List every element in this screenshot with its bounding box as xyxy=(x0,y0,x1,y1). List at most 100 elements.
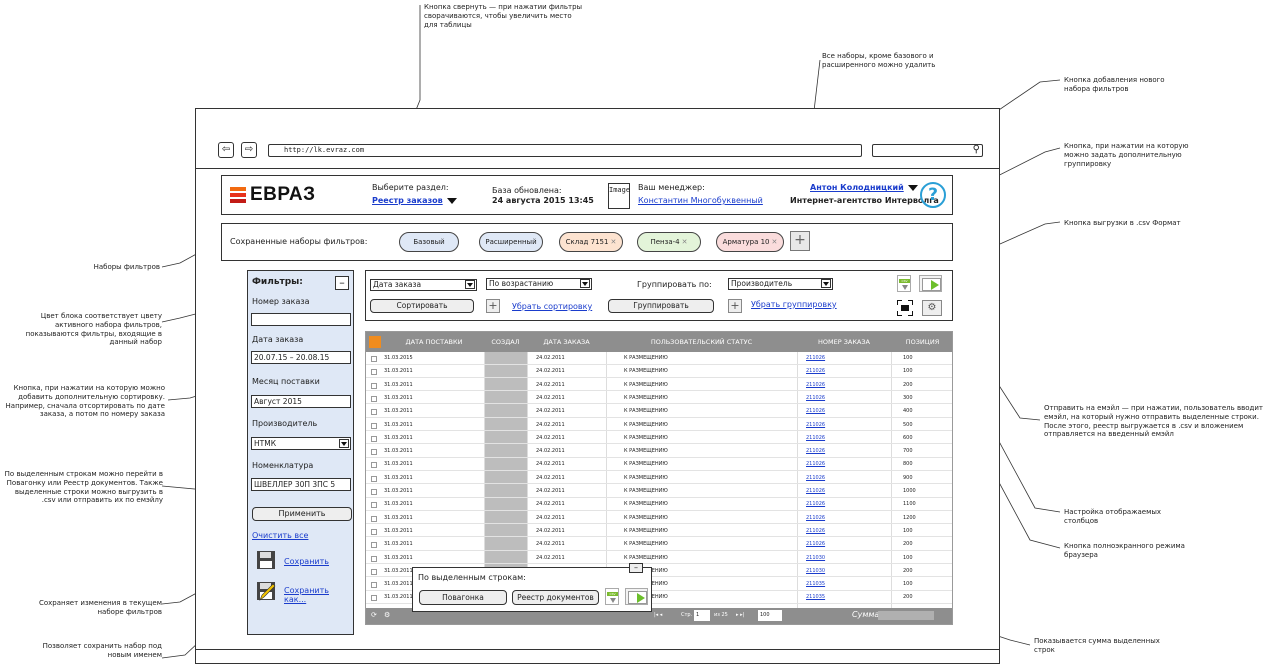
remove-sort-link[interactable]: Убрать сортировку xyxy=(512,302,593,311)
nomenclature-input[interactable]: ШВЕЛЛЕР 30П 3ПС 5 xyxy=(251,478,351,491)
remove-group-link[interactable]: Убрать группировку xyxy=(751,300,837,309)
table-cell[interactable]: 211026 xyxy=(806,501,826,508)
row-checkbox[interactable] xyxy=(371,595,377,602)
sort-button[interactable]: Сортировать xyxy=(370,299,474,313)
filter-set-penza[interactable]: Пенза-4✕ xyxy=(637,232,701,252)
table-cell[interactable]: 211026 xyxy=(806,434,826,441)
filter-set-sklad[interactable]: Склад 7151✕ xyxy=(559,232,623,252)
povagonka-button[interactable]: Повагонка xyxy=(419,590,507,605)
settings-icon[interactable]: ⚙ xyxy=(384,611,391,619)
row-checkbox[interactable] xyxy=(371,555,377,562)
first-page-icon[interactable]: |◂ ◂ xyxy=(654,612,663,618)
col-created[interactable]: СОЗДАЛ xyxy=(491,338,520,346)
collapse-button[interactable]: – xyxy=(335,276,349,290)
add-group-button[interactable]: + xyxy=(728,299,742,313)
order-number-input[interactable] xyxy=(251,313,351,326)
user-menu[interactable]: Антон Колодницкий xyxy=(810,183,918,192)
add-sort-button[interactable]: + xyxy=(486,299,500,313)
order-date-input[interactable]: 20.07.15 – 20.08.15 xyxy=(251,351,351,364)
row-checkbox[interactable] xyxy=(371,435,377,442)
forward-icon[interactable]: ⇨ xyxy=(241,142,257,158)
sort-field-select[interactable]: Дата заказа xyxy=(370,279,477,291)
table-cell[interactable]: 211026 xyxy=(806,421,826,428)
filter-set-armatura[interactable]: Арматура 10✕ xyxy=(716,232,784,252)
clear-all-link[interactable]: Очистить все xyxy=(252,531,309,540)
csv-export-icon[interactable]: CSV xyxy=(897,275,911,292)
table-cell[interactable]: 211026 xyxy=(806,474,826,481)
floppy-icon[interactable] xyxy=(256,550,276,570)
page-input[interactable]: 1 xyxy=(694,610,710,621)
table-cell[interactable]: 211035 xyxy=(806,581,826,588)
horizontal-scrollbar[interactable] xyxy=(196,649,999,663)
refresh-icon[interactable]: ⟳ xyxy=(371,611,377,619)
close-icon[interactable]: ✕ xyxy=(771,238,778,246)
row-checkbox[interactable] xyxy=(371,502,377,509)
browser-search-input[interactable]: ⚲ xyxy=(872,144,983,157)
group-button[interactable]: Группировать xyxy=(608,299,714,313)
table-cell[interactable]: 211026 xyxy=(806,408,826,415)
col-order-date[interactable]: ДАТА ЗАКАЗА xyxy=(543,338,590,346)
sort-order-select[interactable]: По возрастанию xyxy=(486,278,592,290)
col-position[interactable]: ПОЗИЦИЯ xyxy=(905,338,940,346)
table-cell[interactable]: 211026 xyxy=(806,514,826,521)
column-settings-button[interactable]: ⚙ xyxy=(922,300,942,316)
delivery-month-input[interactable]: Август 2015 xyxy=(251,395,351,408)
row-checkbox[interactable] xyxy=(371,568,377,575)
save-as-link[interactable]: Сохранить как... xyxy=(284,586,329,604)
table-cell[interactable]: 211026 xyxy=(806,381,826,388)
table-cell[interactable]: 211026 xyxy=(806,461,826,468)
producer-select[interactable]: НТМК xyxy=(251,437,351,450)
row-checkbox[interactable] xyxy=(371,422,377,429)
popup-collapse-icon[interactable]: – xyxy=(629,563,643,573)
row-checkbox[interactable] xyxy=(371,475,377,482)
row-checkbox[interactable] xyxy=(371,409,377,416)
row-checkbox[interactable] xyxy=(371,395,377,402)
table-cell[interactable]: 211030 xyxy=(806,567,826,574)
add-filter-set-button[interactable]: + xyxy=(790,231,810,251)
help-icon[interactable]: ? xyxy=(920,182,946,208)
table-cell[interactable]: 211030 xyxy=(806,554,826,561)
filter-set-extended[interactable]: Расширенный xyxy=(479,232,543,252)
row-checkbox[interactable] xyxy=(371,528,377,535)
col-user-status[interactable]: ПОЛЬЗОВАТЕЛЬСКИЙ СТАТУС xyxy=(650,338,753,346)
floppy-pencil-icon[interactable] xyxy=(256,581,276,601)
section-select[interactable]: Реестр заказов xyxy=(372,196,457,205)
row-checkbox[interactable] xyxy=(371,449,377,456)
table-cell[interactable]: 211026 xyxy=(806,355,826,361)
close-icon[interactable]: ✕ xyxy=(610,238,617,246)
back-icon[interactable]: ⇦ xyxy=(218,142,234,158)
fullscreen-icon[interactable] xyxy=(897,300,913,316)
document-registry-button[interactable]: Реестр документов xyxy=(512,590,599,605)
row-checkbox[interactable] xyxy=(371,542,377,549)
col-delivery-date[interactable]: ДАТА ПОСТАВКИ xyxy=(405,338,463,346)
row-checkbox[interactable] xyxy=(371,582,377,589)
table-cell[interactable]: 211026 xyxy=(806,527,826,534)
per-page-select[interactable]: 100 xyxy=(758,610,782,621)
next-page-icon[interactable]: ▸ ▸| xyxy=(736,612,745,618)
row-checkbox[interactable] xyxy=(371,489,377,495)
col-order-number[interactable]: НОМЕР ЗАКАЗА xyxy=(818,338,870,346)
row-checkbox[interactable] xyxy=(371,356,377,362)
close-icon[interactable]: ✕ xyxy=(681,238,688,246)
csv-export-icon[interactable]: CSV xyxy=(605,588,619,605)
address-bar[interactable]: http://lk.evraz.com xyxy=(268,144,862,157)
filter-set-base[interactable]: Базовый xyxy=(399,232,459,252)
select-all-checkbox[interactable] xyxy=(369,336,381,348)
table-cell[interactable]: 211026 xyxy=(806,368,826,375)
